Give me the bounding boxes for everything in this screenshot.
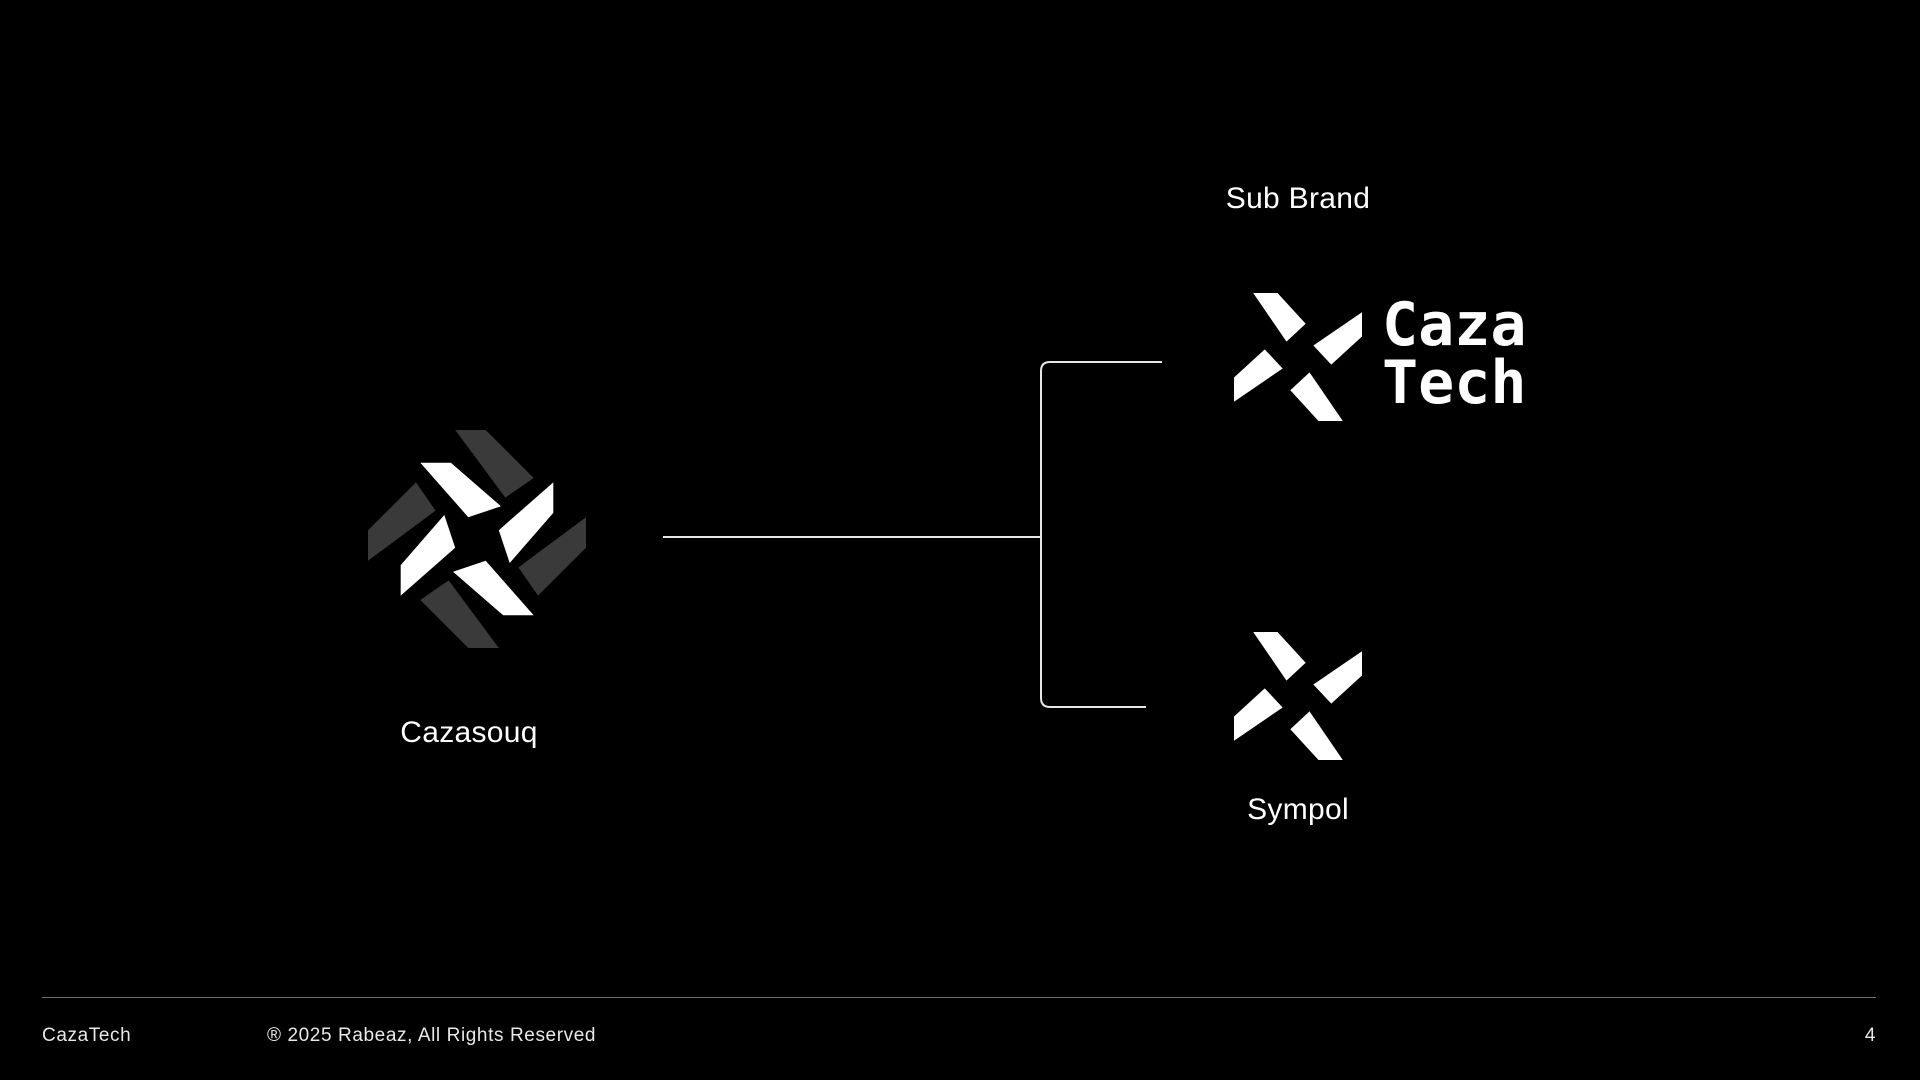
symbol-label: Sympol (1247, 793, 1349, 826)
cazasouq-logo-icon (368, 430, 586, 648)
wordmark-line-tech: Tech (1382, 348, 1527, 418)
cazasouq-label: Cazasouq (400, 716, 538, 749)
sub-brand-heading: Sub Brand (1225, 182, 1371, 215)
footer-copyright: ® 2025 Rabeaz, All Rights Reserved (267, 1025, 597, 1046)
cazatech-logo-mark-icon (1234, 293, 1362, 421)
footer-brand: CazaTech (42, 1025, 132, 1046)
wordmark-line-caza: Caza (1382, 290, 1527, 360)
footer-divider (42, 997, 1876, 998)
cazatech-symbol-icon (1234, 632, 1362, 760)
page-number: 4 (1864, 1025, 1876, 1046)
connector-bracket (1040, 361, 1162, 708)
cazatech-wordmark: Caza Tech (1382, 290, 1527, 418)
